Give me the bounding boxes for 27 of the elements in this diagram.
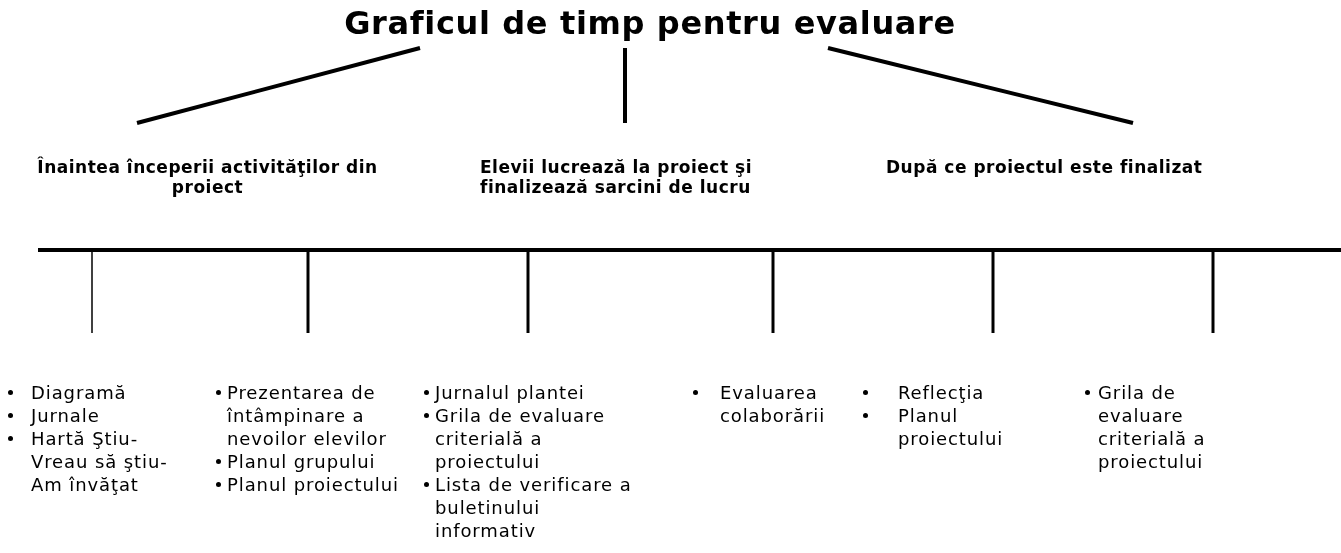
timeline-bar (38, 248, 1341, 252)
list-item: Grila de evaluare criterială a proiectului (435, 404, 606, 473)
phase-heading: După ce proiectul este finalizat (886, 157, 1204, 177)
connector-line (827, 46, 1134, 125)
node-label: Graficul de timp pentru evaluare (344, 4, 956, 42)
list-item: Planul proiectului (227, 473, 400, 496)
phase-heading: Înaintea începerii activităţilor din proiect (36, 157, 379, 197)
connector-line (991, 252, 995, 333)
list-item: Planul proiectului (898, 404, 1005, 450)
list-item: Lista de verificare a buletinului informativ (435, 473, 633, 542)
list-item: Grila de evaluare criterială a proiectului (1098, 381, 1207, 473)
list-item: Hartă Ştiu-Vreau să ştiu-Am învăţat (31, 427, 169, 496)
connector-line (1211, 252, 1215, 333)
list-item: Evaluarea colaborării (720, 381, 827, 427)
connector-line (136, 46, 421, 125)
connector-line (526, 252, 530, 333)
connector-line (306, 252, 310, 333)
list-item: Jurnale (31, 404, 101, 427)
list-item: Jurnalul plantei (435, 381, 586, 404)
connector-line (623, 48, 627, 123)
list-item: Planul grupului (227, 450, 377, 473)
connector-line (91, 251, 93, 334)
list-item: Diagramă (31, 381, 128, 404)
phase-heading: Elevii lucrează la proiect şi finalizează sarcini de lucru (480, 157, 753, 197)
list-item: Reflecţia (898, 381, 986, 404)
list-item: Prezentarea de întâmpinare a nevoilor elevilor (227, 381, 388, 450)
connector-line (771, 252, 775, 333)
